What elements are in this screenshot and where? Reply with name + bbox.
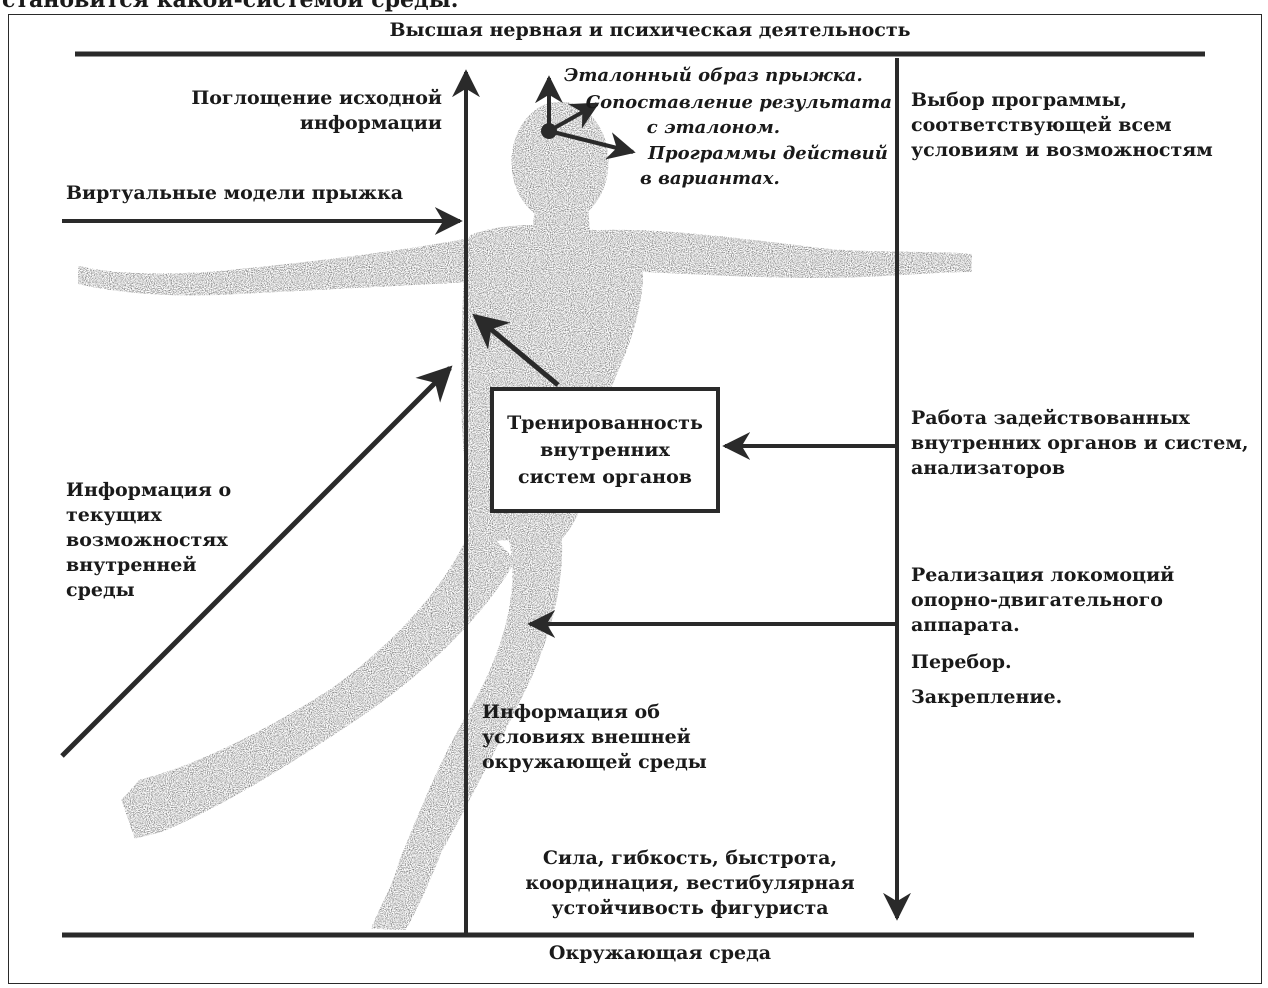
organs-work-label: Работа задействованных внутренних органо… — [911, 406, 1249, 481]
locomotion-label: Реализация локомоций опорно-двигательног… — [911, 563, 1174, 638]
internal-info-label: Информация о текущих возможностях внутре… — [66, 478, 231, 603]
program-choice-label: Выбор программы, соответствующей всем ус… — [911, 88, 1213, 163]
virtual-models-label: Виртуальные модели прыжка — [66, 181, 403, 206]
comparison-label: Сопоставление результата с эталоном. — [560, 90, 892, 140]
search-label: Перебор. — [911, 650, 1012, 675]
training-box-text: Тренированность внутренних систем органо… — [507, 410, 703, 491]
absorption-label: Поглощение исходной информации — [150, 86, 442, 136]
top-label: Высшая нервная и психическая деятельност… — [300, 18, 1000, 43]
qualities-label: Сила, гибкость, быстрота, координация, в… — [480, 846, 900, 921]
external-info-label: Информация об условиях внешней окружающе… — [482, 700, 707, 775]
consolidation-label: Закрепление. — [911, 685, 1062, 710]
training-box: Тренированность внутренних систем органо… — [490, 387, 720, 513]
etalon-label: Эталонный образ прыжка. — [564, 63, 863, 88]
programs-label: Программы действий в вариантах. — [640, 141, 888, 191]
bottom-label: Окружающая среда — [460, 941, 860, 966]
